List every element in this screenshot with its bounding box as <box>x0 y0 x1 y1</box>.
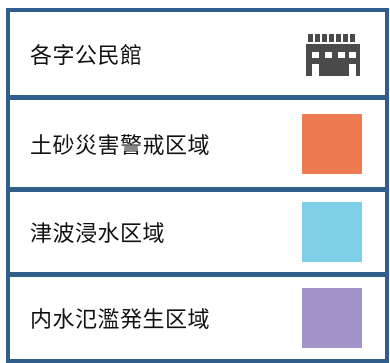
legend-item-label: 内水氾濫発生区域 <box>30 308 211 333</box>
legend-item-label: 津波浸水区域 <box>30 222 166 247</box>
legend-item-inland-flooding-zone: 内水氾濫発生区域 <box>6 273 389 363</box>
inland-flood-color-swatch <box>302 288 362 348</box>
legend-item-label: 各字公民館 <box>30 43 143 69</box>
building-icon <box>306 33 360 76</box>
tsunami-color-swatch <box>302 202 362 262</box>
legend-item-community-hall: 各字公民館 <box>6 8 389 99</box>
landslide-color-swatch <box>302 113 362 174</box>
legend-item-tsunami-inundation-zone: 津波浸水区域 <box>6 188 389 276</box>
legend-item-label: 土砂災害警戒区域 <box>30 133 211 159</box>
legend-item-landslide-warning-zone: 土砂災害警戒区域 <box>6 96 389 191</box>
